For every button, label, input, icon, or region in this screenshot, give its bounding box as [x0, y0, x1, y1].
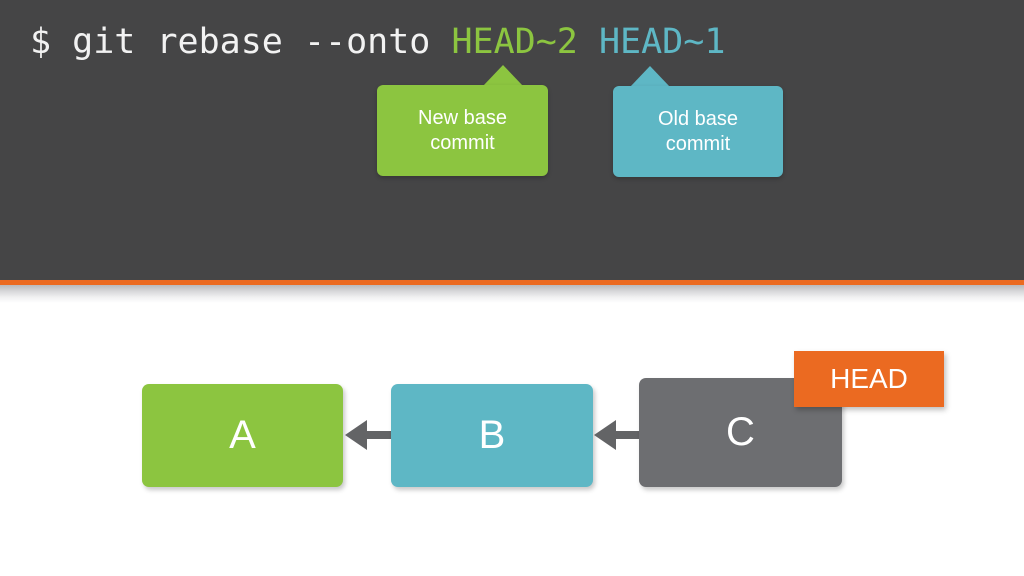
commit-node-b-label: B	[478, 413, 506, 457]
divider-shadow-fade	[0, 285, 1024, 303]
arrow-head-icon	[345, 420, 367, 450]
head-ref-label-text: HEAD	[830, 363, 908, 394]
commit-node-c-label: C	[726, 410, 755, 454]
arrow-shaft	[366, 431, 392, 439]
commit-node-a-label: A	[229, 413, 256, 457]
arrow-head-icon	[594, 420, 616, 450]
callout-old-base-commit: Old base commit	[613, 86, 783, 177]
callout-new-base-line1: New base	[418, 106, 507, 129]
callout-old-base-line2: commit	[665, 132, 731, 155]
new-base-callout-tail-icon	[483, 65, 523, 86]
accent-divider	[0, 280, 1024, 285]
token-separator	[578, 22, 599, 62]
parent-arrow-c-to-b	[594, 420, 640, 450]
terminal-panel: $ git rebase --onto HEAD~2 HEAD~1 New ba…	[0, 0, 1024, 280]
callout-new-base-commit: New base commit	[377, 85, 548, 176]
command-text: git rebase --onto	[72, 22, 452, 62]
old-base-callout-tail-icon	[630, 66, 670, 87]
command-line: $ git rebase --onto HEAD~2 HEAD~1	[30, 20, 725, 64]
callout-new-base-line2: commit	[430, 131, 495, 154]
callout-old-base-line1: Old base	[657, 107, 739, 130]
arrow-shaft	[615, 431, 640, 439]
shell-prompt: $	[30, 22, 73, 62]
commit-node-b: B	[391, 384, 593, 487]
parent-arrow-b-to-a	[345, 420, 392, 450]
new-base-ref-token: HEAD~2	[451, 22, 578, 62]
old-base-ref-token: HEAD~1	[598, 22, 726, 62]
head-ref-label: HEAD	[794, 351, 944, 407]
commit-node-a: A	[142, 384, 343, 487]
